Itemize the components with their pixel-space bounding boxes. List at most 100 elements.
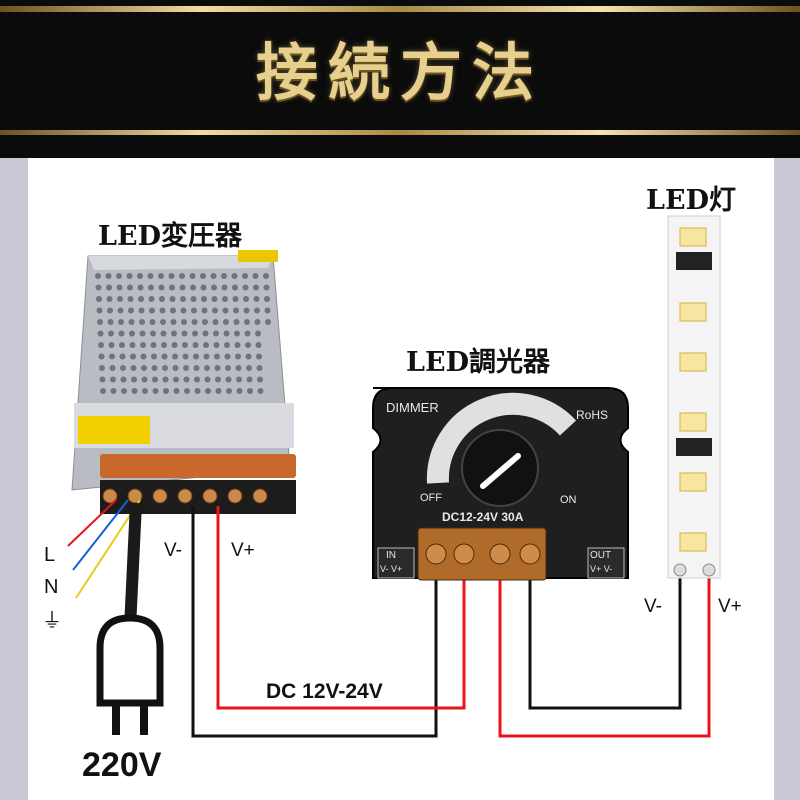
vent-hole bbox=[265, 319, 271, 325]
vent-hole bbox=[151, 365, 158, 371]
vent-hole bbox=[97, 330, 104, 337]
vent-hole bbox=[117, 307, 124, 314]
vent-hole bbox=[201, 307, 208, 314]
dimmer-on-label: ON bbox=[560, 494, 577, 506]
vent-hole bbox=[150, 342, 157, 348]
vent-hole bbox=[202, 330, 209, 337]
vent-hole bbox=[116, 284, 123, 291]
vent-hole bbox=[158, 273, 164, 279]
vent-hole bbox=[213, 330, 219, 337]
dimmer-off-label: OFF bbox=[420, 492, 442, 504]
vent-hole bbox=[149, 319, 156, 325]
vent-hole bbox=[183, 365, 189, 371]
vent-hole bbox=[190, 284, 196, 291]
vent-hole bbox=[243, 307, 250, 314]
vent-hole bbox=[159, 296, 165, 302]
vent-hole bbox=[181, 330, 188, 337]
vent-hole bbox=[140, 353, 147, 360]
vent-hole bbox=[222, 296, 228, 302]
vent-hole bbox=[222, 307, 229, 314]
vent-hole bbox=[233, 307, 239, 314]
vent-hole bbox=[138, 307, 145, 314]
vent-hole bbox=[257, 388, 264, 394]
vent-hole bbox=[98, 353, 105, 360]
vent-hole bbox=[192, 330, 198, 337]
vent-hole bbox=[117, 296, 123, 302]
vent-hole bbox=[95, 284, 102, 291]
vent-hole bbox=[141, 365, 147, 371]
vent-hole bbox=[255, 330, 261, 337]
vent-hole bbox=[106, 284, 112, 291]
vent-hole bbox=[152, 388, 159, 394]
vent-hole bbox=[211, 284, 217, 291]
vent-hole bbox=[205, 388, 211, 394]
vent-hole bbox=[189, 273, 196, 279]
vent-hole bbox=[225, 365, 231, 371]
vent-hole bbox=[236, 388, 243, 394]
vent-hole bbox=[141, 376, 148, 383]
vent-hole bbox=[172, 353, 178, 360]
transformer-pos-label: V+ bbox=[231, 540, 255, 561]
vent-hole bbox=[213, 342, 220, 348]
supply-voltage-label: DC 12V-24V bbox=[266, 680, 383, 703]
vent-hole bbox=[232, 284, 238, 291]
vent-hole bbox=[252, 273, 259, 279]
vent-hole bbox=[131, 388, 138, 394]
vent-hole bbox=[204, 365, 210, 371]
vent-hole bbox=[223, 319, 229, 325]
vent-hole bbox=[172, 365, 179, 371]
vent-hole bbox=[108, 342, 115, 348]
vent-hole bbox=[107, 307, 113, 314]
led-strip-image bbox=[667, 215, 721, 579]
vent-hole bbox=[99, 365, 105, 371]
vent-hole bbox=[109, 365, 116, 371]
dimmer-in-terminals: V- V+ bbox=[380, 564, 403, 574]
vent-hole bbox=[242, 284, 249, 291]
vent-hole bbox=[224, 353, 231, 360]
vent-hole bbox=[233, 319, 240, 325]
vent-hole bbox=[194, 376, 200, 383]
vent-hole bbox=[126, 273, 133, 279]
vent-hole bbox=[193, 365, 200, 371]
vent-hole bbox=[142, 388, 148, 394]
vent-hole bbox=[99, 376, 106, 383]
vent-hole bbox=[246, 365, 252, 371]
vent-hole bbox=[173, 376, 179, 383]
transformer-terminal-cover bbox=[100, 454, 296, 478]
vent-hole bbox=[110, 376, 116, 383]
mains-wires bbox=[67, 499, 141, 599]
vent-hole bbox=[138, 296, 144, 302]
output-wires bbox=[498, 576, 711, 738]
vent-hole bbox=[149, 307, 155, 314]
vent-hole bbox=[171, 330, 177, 337]
dimmer-brand-text: DIMMER bbox=[386, 400, 439, 415]
strip-pos-label: V+ bbox=[718, 596, 742, 617]
vent-hole bbox=[210, 273, 217, 279]
vent-hole bbox=[148, 296, 155, 302]
vent-hole bbox=[245, 342, 251, 348]
vent-hole bbox=[148, 284, 154, 291]
vent-hole bbox=[253, 284, 259, 291]
vent-hole bbox=[173, 388, 180, 394]
vent-hole bbox=[263, 284, 270, 291]
vent-hole bbox=[200, 284, 207, 291]
vent-hole bbox=[160, 319, 166, 325]
transformer-warning-label bbox=[78, 416, 150, 444]
vent-hole bbox=[169, 296, 176, 302]
vent-hole bbox=[215, 388, 222, 394]
vent-hole bbox=[128, 307, 134, 314]
vent-hole bbox=[171, 342, 178, 348]
vent-hole bbox=[105, 273, 112, 279]
mains-l-label: L bbox=[44, 544, 56, 566]
vent-hole bbox=[107, 319, 114, 325]
vent-hole bbox=[256, 365, 263, 371]
vent-hole bbox=[97, 319, 103, 325]
vent-hole bbox=[184, 388, 190, 394]
vent-hole bbox=[214, 353, 220, 360]
mains-voltage-label: 220V bbox=[82, 746, 162, 784]
vent-hole bbox=[147, 273, 154, 279]
gold-stripe-top bbox=[0, 6, 800, 12]
vent-hole bbox=[182, 342, 188, 348]
vent-hole bbox=[191, 319, 198, 325]
vent-hole bbox=[139, 319, 145, 325]
